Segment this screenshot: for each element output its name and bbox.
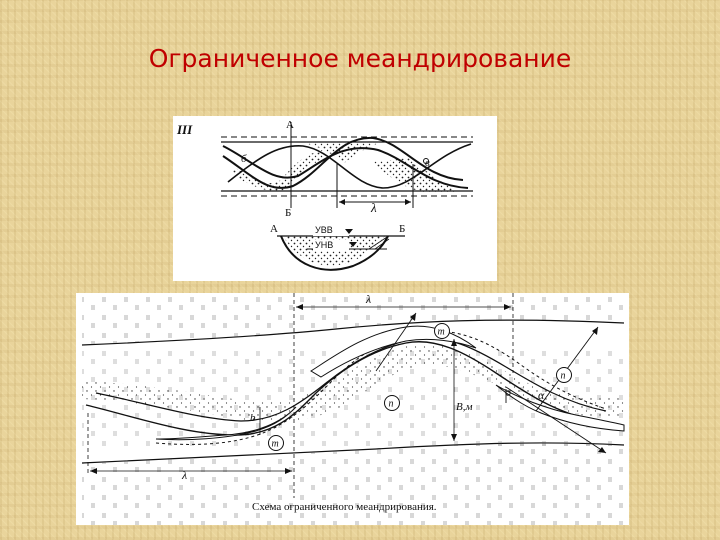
circle-label-n-2: n bbox=[384, 395, 400, 411]
section-bottom-b: Б bbox=[399, 223, 405, 235]
upper-bank-fill bbox=[82, 293, 624, 345]
circle-label-m-1: m bbox=[434, 323, 450, 339]
flow-arrowhead-2 bbox=[592, 327, 598, 335]
slide-title: Ограниченное меандрирование bbox=[148, 44, 572, 73]
flow-arrow-1 bbox=[375, 312, 417, 372]
roman-label: III bbox=[176, 122, 193, 137]
svg-text:m: m bbox=[438, 327, 445, 338]
svg-text:n: n bbox=[389, 399, 394, 410]
width-label: B,м bbox=[456, 401, 473, 413]
curve-label-b: б bbox=[241, 153, 247, 165]
svg-text:n: n bbox=[561, 371, 566, 382]
angle-label: α bbox=[538, 388, 545, 402]
wavelength-label-bottom: λ bbox=[181, 468, 187, 482]
marker-circle bbox=[423, 158, 429, 164]
meander-curve-1 bbox=[222, 136, 464, 189]
channel-line-2 bbox=[95, 337, 607, 422]
flow-arrowhead-1 bbox=[410, 313, 416, 321]
alpha-vertex-marker bbox=[505, 390, 511, 396]
flow-line-3 bbox=[505, 386, 607, 454]
unv-label-bg bbox=[313, 240, 349, 251]
circle-label-n-1: n bbox=[556, 367, 572, 383]
unv-marker bbox=[349, 242, 357, 247]
uvv-label: УВВ bbox=[315, 225, 333, 235]
bottom-diagram: λ α B,м b bbox=[81, 293, 625, 525]
meander-curve-3 bbox=[227, 143, 472, 189]
top-diagram-panel: III А Б б в λ А Б УВВ bbox=[173, 116, 497, 281]
hatch-1 bbox=[368, 236, 388, 250]
section-top-a: А bbox=[286, 119, 294, 131]
uvv-marker bbox=[345, 229, 353, 234]
section-top-b: Б bbox=[285, 207, 291, 219]
top-diagram: III А Б б в λ А Б УВВ bbox=[176, 119, 473, 271]
deposit-left bbox=[233, 150, 323, 192]
point-bar-upper bbox=[310, 325, 477, 378]
unv-label: УНВ bbox=[315, 240, 333, 250]
circle-label-m-2: m bbox=[268, 435, 284, 451]
flow-arrowhead-3 bbox=[598, 447, 606, 453]
cross-section-bed bbox=[280, 235, 389, 271]
section-bottom-a: А bbox=[270, 223, 278, 235]
svg-text:m: m bbox=[272, 439, 279, 450]
diagram-caption: Схема ограниченного меандрирования. bbox=[252, 501, 437, 513]
sandy-deposit bbox=[82, 344, 624, 422]
bottom-diagram-panel: λ α B,м b bbox=[76, 293, 629, 525]
point-bar-lower bbox=[155, 406, 297, 441]
bar-label: b bbox=[250, 412, 256, 424]
meander-curve-2 bbox=[222, 145, 469, 189]
uvv-label-bg bbox=[313, 224, 349, 236]
deposit-right bbox=[373, 158, 458, 192]
point-bar-right bbox=[495, 384, 625, 432]
wavelength-label-top: λ bbox=[370, 200, 377, 215]
hatch-2 bbox=[374, 238, 390, 250]
lower-bank-fill bbox=[82, 442, 624, 525]
